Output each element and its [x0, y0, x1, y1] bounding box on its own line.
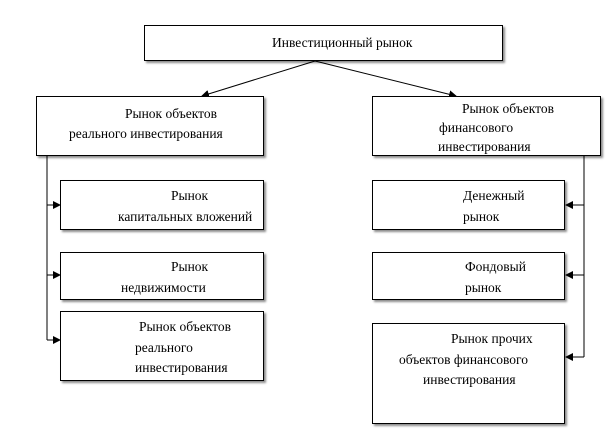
real-investment-objects-market-line-1: Рынок объектов [139, 319, 231, 334]
other-financial-objects-market-line-1: Рынок прочих [451, 331, 533, 346]
stock-market-box: Фондовый рынок [372, 252, 565, 300]
real-investment-objects-market-line-3: инвестирования [135, 360, 228, 375]
financial-investment-market-box: Рынок объектов финансового инвестировани… [372, 96, 601, 156]
other-financial-objects-market-line-3: инвестирования [423, 372, 516, 387]
money-market-line-1: Денежный [463, 188, 525, 203]
arrow-root-to-financial [314, 60, 457, 99]
financial-investment-market-line-2: финансового [439, 120, 514, 135]
real-investment-objects-market-box: Рынок объектов реального инвестирования [60, 311, 264, 381]
capital-investments-market-box: Рынок капитальных вложений [60, 180, 264, 230]
stock-market-line-1: Фондовый [465, 259, 526, 274]
capital-investments-market-line-2: капитальных вложений [118, 209, 253, 224]
real-estate-market-line-1: Рынок [171, 259, 209, 274]
money-market-line-2: рынок [463, 209, 500, 224]
money-market-box: Денежный рынок [372, 180, 565, 230]
arrow-root-to-real [201, 60, 316, 98]
other-financial-objects-market-box: Рынок прочих объектов финансового инвест… [372, 323, 565, 424]
other-financial-objects-market-line-2: объектов финансового [399, 352, 528, 367]
capital-investments-market-line-1: Рынок [171, 188, 209, 203]
stock-market-line-2: рынок [465, 280, 502, 295]
real-investment-market-line-2: реального инвестирования [69, 126, 223, 141]
real-investment-market-line-1: Рынок объектов [125, 106, 217, 121]
real-investment-market-box: Рынок объектов реального инвестирования [36, 96, 264, 156]
real-estate-market-box: Рынок недвижимости [60, 252, 264, 300]
real-estate-market-line-2: недвижимости [121, 280, 206, 295]
financial-investment-market-line-3: инвестирования [438, 139, 531, 154]
root-box: Инвестиционный рынок [144, 25, 503, 61]
real-investment-objects-market-line-2: реального [135, 340, 193, 355]
financial-investment-market-line-1: Рынок объектов [462, 101, 554, 116]
root-label: Инвестиционный рынок [272, 35, 413, 50]
